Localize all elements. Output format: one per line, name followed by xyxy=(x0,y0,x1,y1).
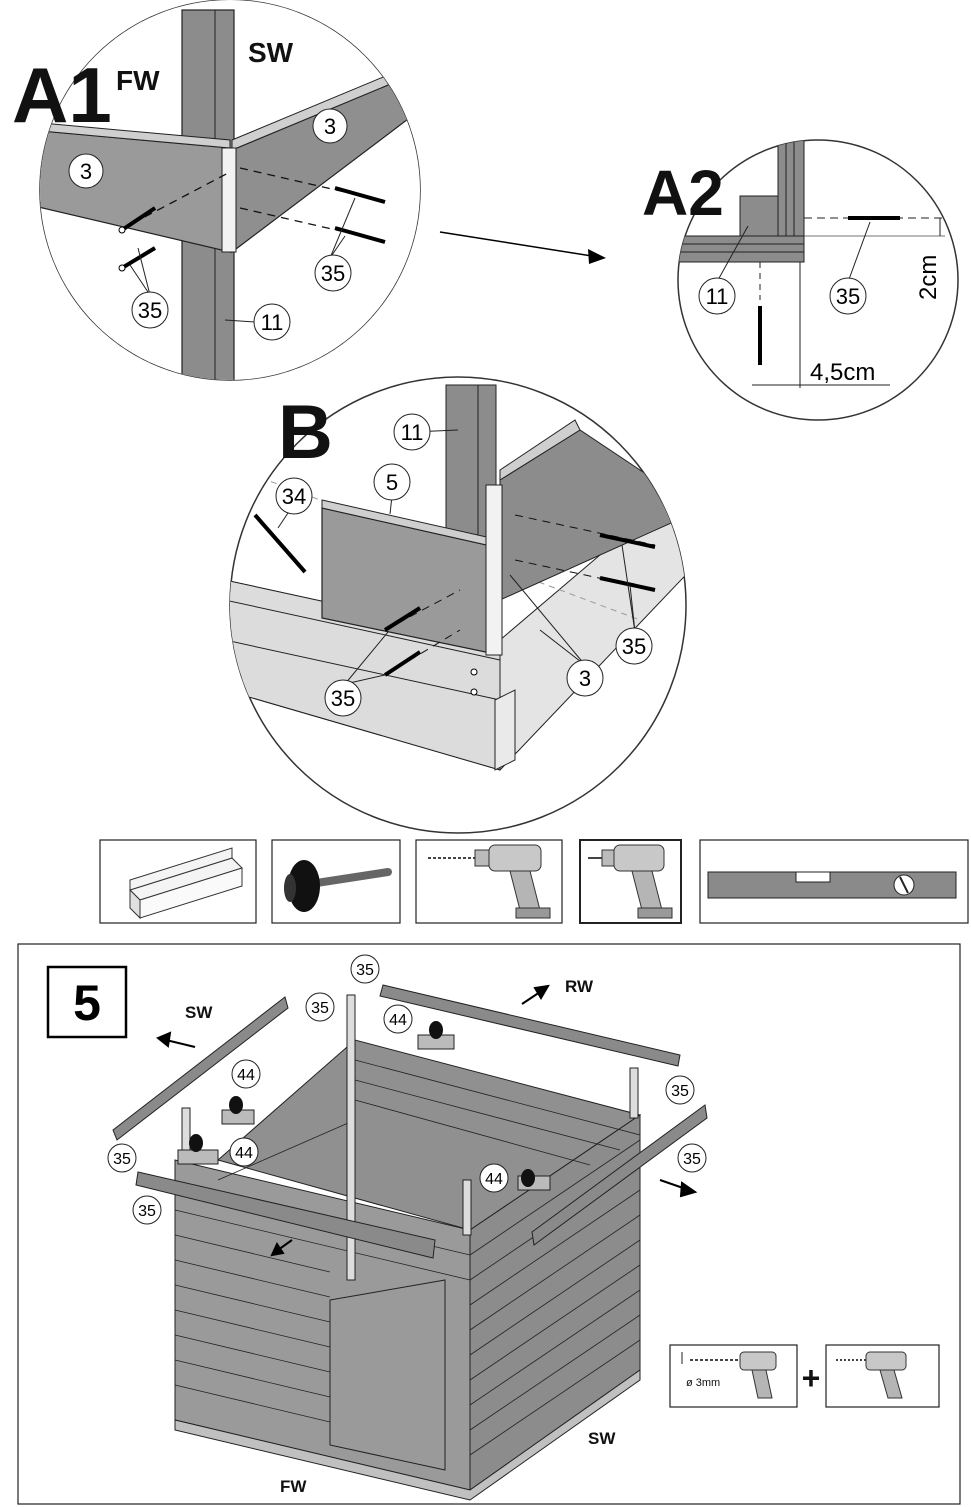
label-rw: RW xyxy=(565,977,594,996)
rubber-mallet-icon xyxy=(284,860,392,912)
b-callout-11: 11 xyxy=(401,420,424,445)
callouts-44: 44 44 44 44 xyxy=(229,1004,509,1193)
shed-drawing xyxy=(112,984,708,1501)
callout-44-left-upper: 44 xyxy=(237,1067,255,1084)
b-callout-35-left: 35 xyxy=(331,686,355,711)
callout-35-right-lower: 35 xyxy=(683,1151,701,1168)
direction-arrows xyxy=(156,984,698,1257)
beam-front xyxy=(135,1171,436,1259)
a1-title: A1 xyxy=(12,51,112,139)
beam-right-sw xyxy=(531,1104,708,1246)
callout-35-top-left: 35 xyxy=(311,1000,329,1017)
callout-44-rear: 44 xyxy=(389,1012,407,1029)
drill-icon xyxy=(428,844,551,919)
predrill-icon xyxy=(681,1351,777,1399)
callout-35-top: 35 xyxy=(356,962,374,979)
arrow-a1-to-a2 xyxy=(439,231,606,264)
drill-diameter-label: ø 3mm xyxy=(686,1377,720,1389)
a1-label-sw: SW xyxy=(248,37,294,68)
b-callout-3: 3 xyxy=(579,666,591,691)
b-callout-5: 5 xyxy=(386,470,398,495)
a2-callout-11: 11 xyxy=(706,284,729,309)
a1-callout-11: 11 xyxy=(261,310,284,335)
predrill-hint: ø 3mm + xyxy=(669,1344,940,1408)
detail-a2: A2 11 35 2cm 4,5cm xyxy=(642,139,959,421)
step-number: 5 xyxy=(73,975,101,1031)
a1-label-fw: FW xyxy=(116,65,160,96)
beam-left-sw xyxy=(112,996,289,1141)
tool-screwdriver-drill xyxy=(579,839,682,924)
detail-a1: A1 FW SW 3 3 35 35 11 xyxy=(12,0,421,381)
a1-callout-3-left: 3 xyxy=(80,159,92,184)
tool-strip xyxy=(99,839,969,924)
a2-title: A2 xyxy=(642,157,724,229)
step-5-panel: 5 xyxy=(17,943,961,1505)
callouts-35: 35 35 35 35 35 35 xyxy=(107,954,707,1225)
spirit-level-icon xyxy=(707,871,957,899)
tool-spirit-level xyxy=(699,839,969,924)
tool-wood-block xyxy=(99,839,257,924)
detail-b: B 11 34 5 35 35 3 xyxy=(229,376,687,834)
callout-44-left-lower: 44 xyxy=(235,1145,253,1162)
door-opening xyxy=(329,1279,446,1471)
label-sw-left: SW xyxy=(185,1003,213,1022)
a1-callout-35-left: 35 xyxy=(138,298,162,323)
screwdriver-drill-icon xyxy=(588,844,673,919)
callout-35-left-upper: 35 xyxy=(113,1151,131,1168)
wood-block-icon xyxy=(129,847,243,920)
b-callout-34: 34 xyxy=(282,484,306,509)
a2-callout-35: 35 xyxy=(836,284,860,309)
screwing-icon xyxy=(836,1351,907,1399)
a1-callout-35-right: 35 xyxy=(321,261,345,286)
callout-44-right: 44 xyxy=(485,1171,503,1188)
a2-dimension-2cm: 2cm xyxy=(915,255,942,300)
beam-rear-rw xyxy=(379,984,681,1067)
tool-drill xyxy=(415,839,563,924)
b-title: B xyxy=(278,390,333,475)
tool-rubber-mallet xyxy=(271,839,401,924)
a1-callout-3-right: 3 xyxy=(324,114,336,139)
plus-sign: + xyxy=(802,1360,821,1396)
a2-dimension-4-5cm: 4,5cm xyxy=(810,359,875,386)
clamp-icons xyxy=(177,1021,551,1191)
label-fw: FW xyxy=(280,1477,307,1496)
callout-35-right-upper: 35 xyxy=(671,1083,689,1100)
b-callout-35-right: 35 xyxy=(622,634,646,659)
label-sw-right: SW xyxy=(588,1429,616,1448)
callout-35-left-lower: 35 xyxy=(138,1203,156,1220)
